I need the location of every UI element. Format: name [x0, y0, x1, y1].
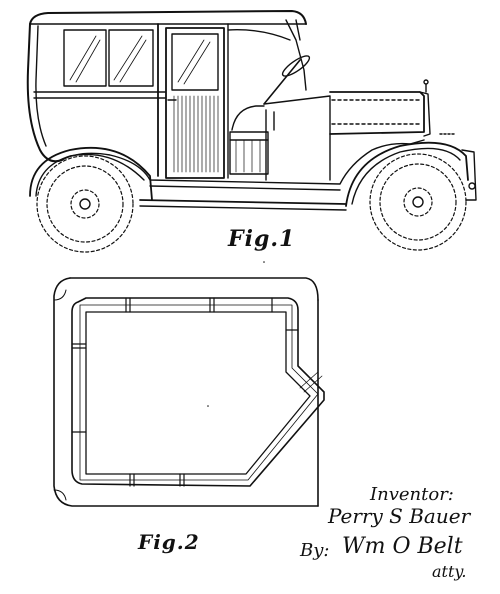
inventor-signature: Perry S Bauer — [328, 504, 471, 528]
fig1-car-side-view — [26, 10, 477, 253]
fig1-caption: Fig.1 — [228, 226, 296, 252]
by-label: By: — [300, 540, 330, 561]
attorney-signature: Wm O Belt — [342, 534, 463, 559]
inventor-label: Inventor: — [370, 484, 454, 505]
fig2-body-plan-section — [53, 277, 325, 507]
fig2-caption: Fig.2 — [138, 530, 200, 554]
attorney-title: atty. — [432, 562, 467, 581]
